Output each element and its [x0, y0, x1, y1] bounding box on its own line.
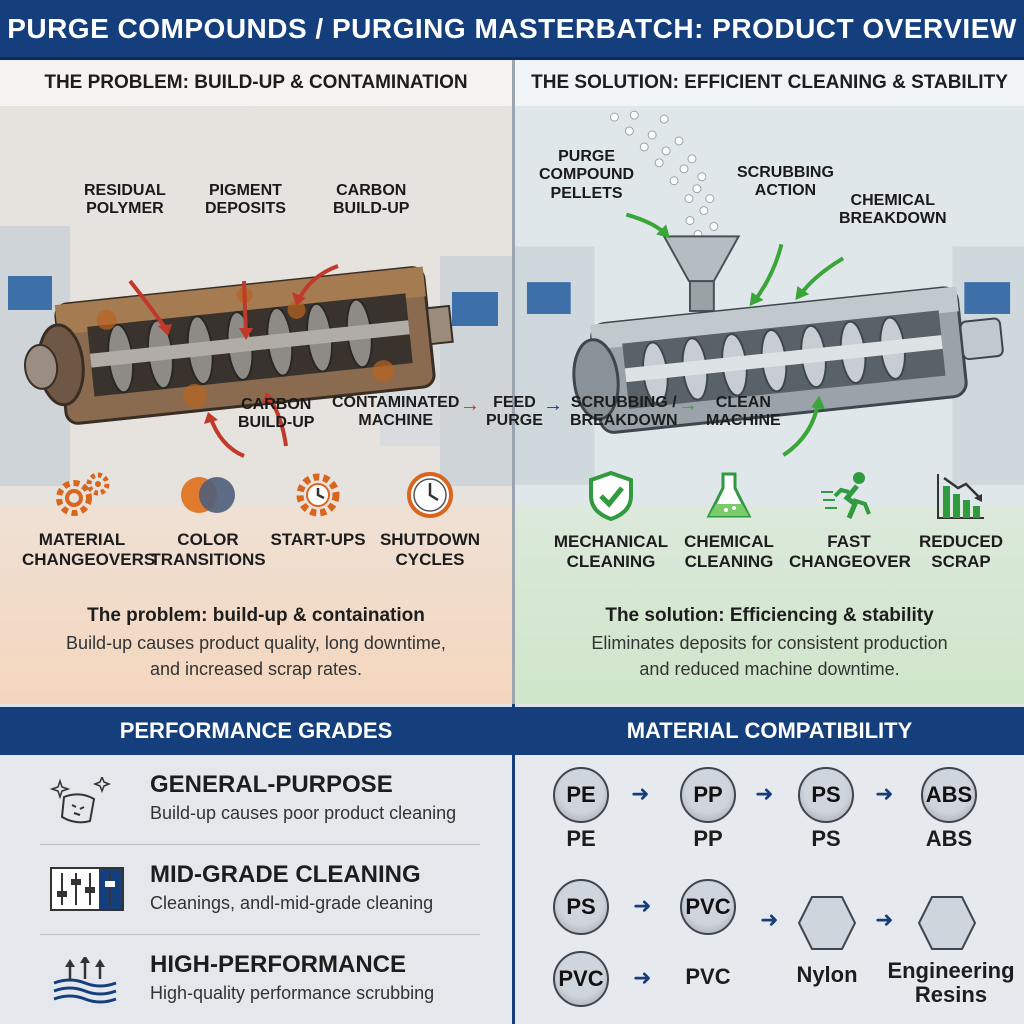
material-circle-abs: ABS	[921, 767, 977, 823]
material-label-nylon: Nylon	[796, 962, 858, 987]
material-label-pvc: PVC	[685, 964, 731, 989]
icon-label: FAST CHANGEOVER	[789, 532, 911, 572]
start-ups-tile: START-UPS	[258, 470, 378, 550]
material-label-abs: ABS	[925, 826, 973, 851]
carbon-buildup-top-callout: CARBON BUILD-UP	[333, 182, 410, 218]
performance-grades-panel: GENERAL-PURPOSE Build-up causes poor pro…	[0, 755, 512, 1024]
arrow-right-icon: ➜	[633, 965, 652, 990]
material-compatibility-heading: MATERIAL COMPATIBILITY	[515, 707, 1024, 755]
purge-pellets-callout: PURGE COMPOUND PELLETS	[539, 148, 635, 202]
grade-title: MID-GRADE CLEANING	[150, 861, 421, 888]
problem-summary: The problem: build-up & containation Bui…	[0, 605, 512, 682]
material-circle-pp: PP	[680, 767, 736, 823]
grade-desc: Build-up causes poor product cleaning	[150, 803, 457, 823]
gear-clock-icon	[296, 473, 340, 517]
arrow-right-icon: ➜	[633, 893, 652, 918]
page-title: PURGE COMPOUNDS / PURGING MASTERBATCH: P…	[0, 0, 1024, 60]
shield-check-icon	[589, 470, 633, 522]
flow-step-feed-purge: FEED PURGE	[486, 394, 543, 430]
sparkle-cloth-icon	[50, 777, 112, 824]
mechanical-cleaning-tile: MECHANICAL CLEANING	[551, 470, 671, 573]
solution-summary-title: The solution: Efficiencing & stability	[605, 605, 934, 626]
solution-summary-body: Eliminates deposits for consistent produ…	[591, 633, 948, 680]
layers-up-icon	[53, 957, 117, 1004]
flow-arrow-icon: →	[678, 394, 698, 416]
engineering-resins-hexagon-icon	[917, 896, 977, 950]
chemical-breakdown-callout: CHEMICAL BREAKDOWN	[839, 192, 947, 228]
color-circles-icon	[181, 477, 235, 513]
section-divider	[512, 704, 515, 1024]
grade-desc: High-quality performance scrubbing	[150, 983, 435, 1003]
material-circle-ps-2: PS	[553, 879, 609, 935]
solution-panel: THE SOLUTION: EFFICIENT CLEANING & STABI…	[512, 60, 1024, 704]
grade-title: GENERAL-PURPOSE	[150, 771, 393, 798]
material-label-pe: PE	[566, 826, 596, 851]
gears-icon	[56, 472, 110, 516]
material-compatibility-panel: PE PE ➜ PP PP ➜ PS PS ➜ ABS ABS PS ➜ PVC…	[515, 755, 1024, 1024]
icon-label: COLOR TRANSITIONS	[150, 530, 266, 570]
problem-panel: THE PROBLEM: BUILD-UP & CONTAMINATION	[0, 60, 512, 704]
icon-label: SHUTDOWN CYCLES	[379, 530, 481, 570]
arrow-right-icon: ➜	[875, 781, 894, 806]
flow-step-scrubbing: SCRUBBING / BREAKDOWN	[570, 394, 678, 430]
material-circle-pvc: PVC	[680, 879, 736, 935]
material-changeovers-tile: MATERIAL CHANGEOVERS	[22, 470, 156, 571]
grade-desc: Cleanings, andl-mid-grade cleaning	[150, 893, 434, 913]
reduced-scrap-tile: REDUCED SCRAP	[901, 470, 1021, 573]
flow-step-clean: CLEAN MACHINE	[706, 394, 781, 430]
contaminated-barrel-illustration	[0, 106, 512, 506]
arrow-right-icon: ➜	[755, 781, 774, 806]
grade-title: HIGH-PERFORMANCE	[150, 951, 406, 978]
icon-label: CHEMICAL CLEANING	[684, 532, 774, 572]
solution-heading: THE SOLUTION: EFFICIENT CLEANING & STABI…	[515, 60, 1024, 106]
grade-general-purpose: GENERAL-PURPOSE Build-up causes poor pro…	[40, 755, 480, 845]
pigment-deposits-callout: PIGMENT DEPOSITS	[205, 182, 286, 218]
solution-summary: The solution: Efficiencing & stability E…	[515, 605, 1024, 682]
fast-changeover-tile: FAST CHANGEOVER	[789, 470, 911, 573]
bar-chart-down-icon	[937, 474, 984, 519]
scrubbing-action-callout: SCRUBBING ACTION	[737, 164, 834, 200]
runner-icon	[821, 472, 871, 519]
material-label-engineering-resins: Engineering Resins	[887, 958, 1015, 1008]
grade-high-performance: HIGH-PERFORMANCE High-quality performanc…	[40, 935, 480, 1024]
problem-summary-body: Build-up causes product quality, long do…	[66, 633, 446, 680]
clock-icon	[407, 472, 453, 518]
arrow-right-icon: ➜	[631, 781, 650, 806]
arrow-right-icon: ➜	[760, 907, 779, 932]
sliders-icon	[50, 867, 124, 911]
color-transitions-tile: COLOR TRANSITIONS	[148, 470, 268, 571]
problem-summary-title: The problem: build-up & containation	[87, 605, 425, 626]
material-circle-ps: PS	[798, 767, 854, 823]
icon-label: START-UPS	[270, 530, 366, 549]
material-label-ps: PS	[811, 826, 841, 851]
chemical-cleaning-tile: CHEMICAL CLEANING	[669, 470, 789, 573]
flask-icon	[706, 472, 752, 518]
icon-label: MATERIAL CHANGEOVERS	[22, 530, 156, 570]
material-circle-pe: PE	[553, 767, 609, 823]
icon-label: REDUCED SCRAP	[918, 532, 1004, 572]
arrow-right-icon: ➜	[875, 907, 894, 932]
flow-arrow-icon: →	[543, 394, 563, 416]
material-circle-pvc-2: PVC	[553, 951, 609, 1007]
clean-barrel-illustration	[515, 107, 1024, 505]
nylon-hexagon-icon	[797, 896, 857, 950]
shutdown-cycles-tile: SHUTDOWN CYCLES	[370, 470, 490, 571]
problem-heading: THE PROBLEM: BUILD-UP & CONTAMINATION	[0, 60, 512, 106]
flow-arrow-icon: →	[460, 394, 480, 416]
residual-polymer-callout: RESIDUAL POLYMER	[84, 182, 166, 218]
carbon-buildup-bottom-callout: CARBON BUILD-UP	[238, 396, 315, 432]
flow-step-contaminated: CONTAMINATED MACHINE	[332, 394, 460, 430]
grade-mid-grade: MID-GRADE CLEANING Cleanings, andl-mid-g…	[40, 845, 480, 935]
performance-grades-heading: PERFORMANCE GRADES	[0, 707, 512, 755]
icon-label: MECHANICAL CLEANING	[553, 532, 669, 572]
material-label-pp: PP	[693, 826, 723, 851]
